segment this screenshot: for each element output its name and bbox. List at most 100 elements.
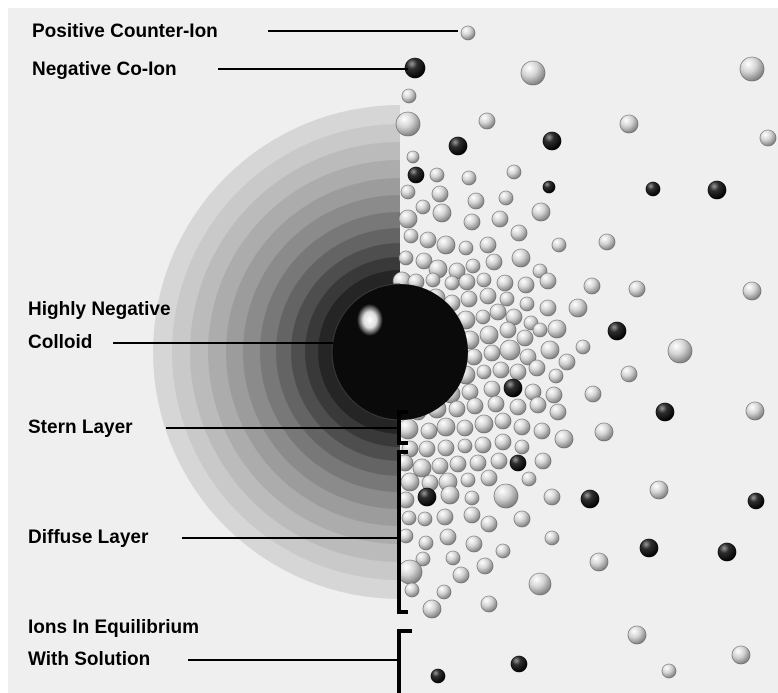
positive-counter-ion: [461, 383, 479, 401]
positive-counter-ion: [425, 272, 441, 288]
positive-counter-ion: [493, 483, 519, 509]
positive-counter-ion: [485, 253, 503, 271]
positive-counter-ion: [460, 25, 476, 41]
positive-counter-ion: [406, 150, 420, 164]
positive-counter-ion: [483, 344, 501, 362]
positive-counter-ion: [397, 559, 423, 585]
positive-counter-ion: [532, 322, 548, 338]
positive-counter-ion: [431, 185, 449, 203]
positive-counter-ion: [420, 422, 438, 440]
negative-co-ion: [717, 542, 737, 562]
positive-counter-ion: [544, 530, 560, 546]
positive-counter-ion: [540, 340, 560, 360]
positive-counter-ion: [398, 250, 414, 266]
positive-counter-ion: [458, 273, 476, 291]
positive-counter-ion: [483, 380, 501, 398]
positive-counter-ion: [528, 572, 552, 596]
positive-counter-ion: [487, 395, 505, 413]
positive-counter-ion: [475, 309, 491, 325]
positive-counter-ion: [476, 364, 492, 380]
positive-counter-ion: [533, 422, 551, 440]
positive-counter-ion: [510, 224, 528, 242]
leader-lines: [113, 30, 458, 661]
positive-counter-ion: [520, 60, 546, 86]
positive-counter-ion: [404, 582, 420, 598]
positive-counter-ion: [412, 458, 432, 478]
positive-counter-ion: [499, 291, 515, 307]
positive-counter-ion: [458, 240, 474, 256]
positive-counter-ion: [534, 452, 552, 470]
positive-counter-ion: [479, 325, 499, 345]
positive-counter-ion: [549, 403, 567, 421]
positive-counter-ion: [494, 433, 512, 451]
positive-counter-ion: [432, 203, 452, 223]
positive-counter-ion: [619, 114, 639, 134]
positive-counter-ion: [528, 359, 546, 377]
positive-counter-ion: [627, 625, 647, 645]
positive-counter-ion: [439, 528, 457, 546]
positive-counter-ion: [498, 190, 514, 206]
negative-co-ion-label: Negative Co-Ion: [32, 59, 177, 80]
positive-counter-ion: [465, 348, 483, 366]
colloid-label-line2: Colloid: [28, 332, 93, 353]
positive-counter-ion: [548, 368, 564, 384]
positive-counter-ion: [456, 419, 474, 437]
positive-counter-ion: [400, 472, 420, 492]
negative-co-ion: [448, 136, 468, 156]
positive-counter-ion: [480, 595, 498, 613]
positive-counter-ion: [516, 329, 534, 347]
positive-counter-ion: [419, 231, 437, 249]
positive-counter-ion: [519, 348, 537, 366]
negative-co-ion: [542, 180, 556, 194]
positive-counter-ion: [667, 338, 693, 364]
positive-counter-ion: [452, 566, 470, 584]
negative-co-ion: [580, 489, 600, 509]
positive-counter-ion: [476, 557, 494, 575]
positive-counter-ion: [594, 422, 614, 442]
positive-counter-ion: [445, 550, 461, 566]
positive-counter-ion: [649, 480, 669, 500]
positive-counter-ion: [440, 485, 460, 505]
positive-counter-ion-label: Positive Counter-Ion: [32, 21, 218, 42]
stern-layer-bracket: [397, 410, 408, 445]
positive-counter-ion: [444, 275, 460, 291]
positive-counter-ion: [431, 457, 449, 475]
positive-counter-ion: [474, 436, 492, 454]
positive-counter-ion: [449, 455, 467, 473]
positive-counter-ion: [436, 235, 456, 255]
positive-counter-ion: [545, 386, 563, 404]
positive-counter-ion: [511, 248, 531, 268]
positive-counter-ion: [415, 252, 433, 270]
positive-counter-ion: [628, 280, 646, 298]
negative-co-ion: [407, 166, 425, 184]
positive-counter-ion: [429, 167, 445, 183]
positive-counter-ion: [494, 412, 512, 430]
colloid-label-line1: Highly Negative: [28, 299, 171, 320]
equilibrium-label-line2: With Solution: [28, 649, 151, 670]
positive-counter-ion: [543, 488, 561, 506]
stern-layer-label: Stern Layer: [28, 417, 133, 438]
positive-counter-ion: [598, 233, 616, 251]
positive-counter-ion: [491, 210, 509, 228]
positive-counter-ion: [514, 439, 530, 455]
positive-counter-ion: [479, 236, 497, 254]
positive-counter-ion: [418, 440, 436, 458]
positive-counter-ion: [513, 510, 531, 528]
positive-counter-ion: [461, 170, 477, 186]
potential-rings: [153, 105, 400, 599]
positive-counter-ion: [513, 418, 531, 436]
negative-co-ion: [655, 402, 675, 422]
positive-counter-ion: [467, 192, 485, 210]
positive-counter-ion: [539, 299, 557, 317]
positive-counter-ion: [499, 321, 517, 339]
positive-counter-ion: [575, 339, 591, 355]
positive-counter-ion: [436, 508, 454, 526]
positive-counter-ion: [492, 361, 510, 379]
positive-counter-ion: [403, 228, 419, 244]
positive-counter-ion: [583, 277, 601, 295]
positive-counter-ion: [531, 202, 551, 222]
diffuse-layer-label: Diffuse Layer: [28, 527, 149, 548]
positive-counter-ion: [398, 528, 414, 544]
negative-co-ion: [510, 655, 528, 673]
positive-counter-ion: [620, 365, 638, 383]
